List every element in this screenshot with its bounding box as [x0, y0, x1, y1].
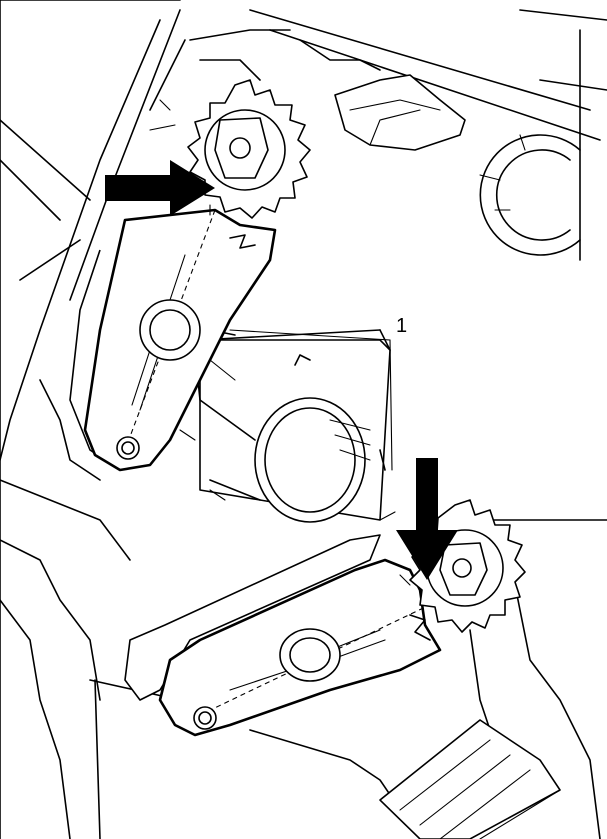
- upper-bracket: [334, 74, 466, 151]
- central-roller: [179, 329, 391, 523]
- upper-lever-arm: [69, 208, 277, 472]
- arrow-right-icon: [105, 160, 215, 216]
- side-ring: [479, 134, 581, 256]
- callout-label: 1: [396, 315, 407, 337]
- lower-lever-arm: [124, 534, 442, 737]
- callout-1: 1: [229, 315, 407, 471]
- arrow-down-icon: [396, 458, 458, 580]
- upper-gear: [149, 79, 311, 219]
